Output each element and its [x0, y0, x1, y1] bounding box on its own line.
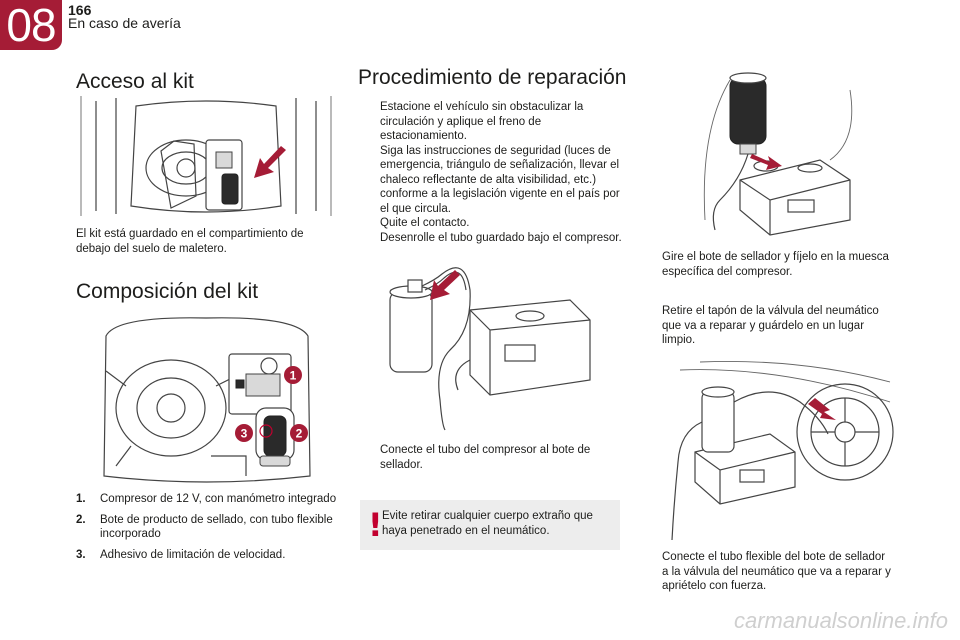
- step-turn: Gire el bote de sellador y fíjelo en la …: [662, 251, 889, 278]
- trunk-illustration: [80, 96, 332, 216]
- step-connect: Conecte el tubo del compresor al bote de…: [380, 444, 591, 471]
- page-number: 166: [68, 2, 92, 18]
- svg-text:3: 3: [241, 427, 248, 441]
- chapter-tab: 08: [0, 0, 62, 50]
- composicion-title: Composición del kit: [76, 280, 259, 303]
- list-item: 1.Compresor de 12 V, con manómetro integ…: [76, 493, 337, 505]
- arrow-icon: [808, 398, 836, 420]
- callout-2-icon: 2: [290, 424, 308, 442]
- kit-illustration: 1 2 3: [103, 317, 311, 483]
- list-item: 3.Adhesivo de limitación de velocidad.: [76, 548, 286, 561]
- sealant-compressor-illustration: [703, 72, 853, 236]
- callout-3-icon: 3: [235, 424, 253, 442]
- list-item: 2.Bote de producto de sellado, con tubo …: [76, 513, 333, 541]
- step-final: Conecte el tubo flexible del bote de sel…: [662, 551, 891, 592]
- acceso-title: Acceso al kit: [76, 70, 194, 93]
- compressor-hose-illustration: [389, 267, 591, 431]
- list-item: Siga las instrucciones de seguridad (luc…: [380, 144, 620, 215]
- procedimiento-title: Procedimiento de reparación: [358, 66, 627, 89]
- svg-text:2: 2: [296, 427, 303, 441]
- warning-box: ! Evite retirar cualquier cuerpo extraño…: [360, 500, 620, 550]
- arrow-icon: [750, 154, 782, 170]
- list-item: Estacione el vehículo sin obstaculizar l…: [380, 101, 584, 142]
- section-title: En caso de avería: [68, 15, 181, 31]
- list-item: Desenrolle el tubo guardado bajo el comp…: [380, 231, 622, 244]
- step-cap: Retire el tapón de la válvula del neumát…: [662, 305, 879, 346]
- watermark: carmanualsonline.info: [733, 608, 948, 633]
- arrow-icon: [430, 270, 460, 300]
- acceso-text: El kit está guardado en el compartimient…: [76, 228, 304, 255]
- steps-list: Estacione el vehículo sin obstaculizar l…: [360, 100, 625, 245]
- list-item: Quite el contacto.: [380, 217, 470, 229]
- arrow-icon: [254, 146, 286, 178]
- kit-items-list: 1.Compresor de 12 V, con manómetro integ…: [76, 492, 338, 568]
- callout-1-icon: 1: [284, 366, 302, 384]
- svg-text:1: 1: [290, 369, 297, 383]
- warning-icon: !: [368, 506, 383, 544]
- tyre-connection-illustration: [671, 360, 894, 541]
- warning-text: Evite retirar cualquier cuerpo extraño q…: [382, 510, 593, 537]
